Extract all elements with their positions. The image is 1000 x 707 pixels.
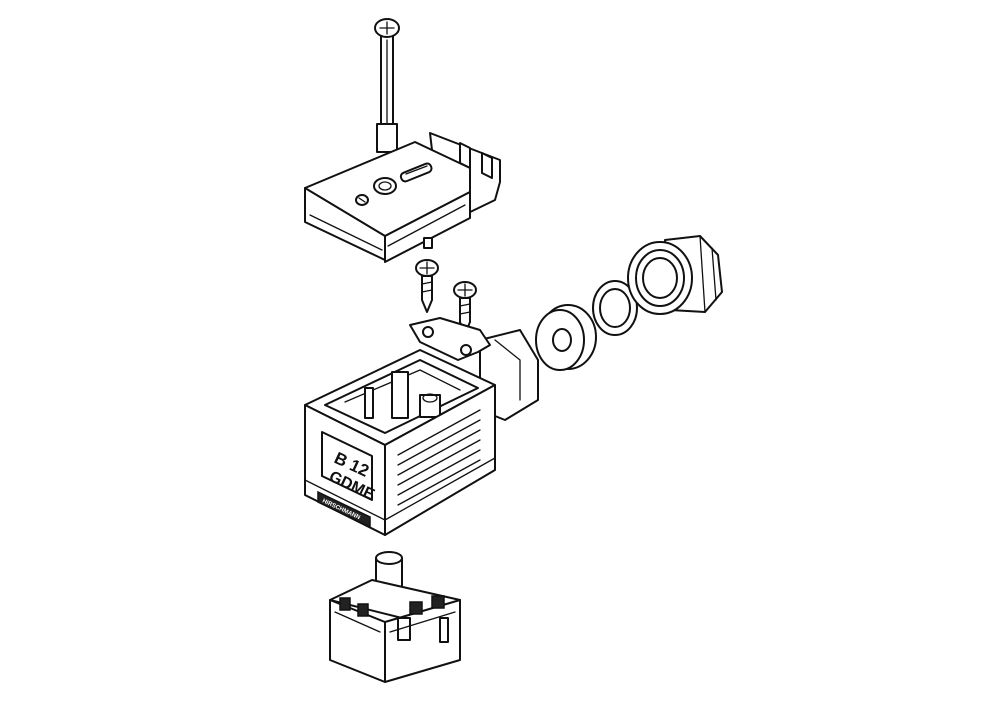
connector-housing — [304, 317, 539, 536]
gland-seal — [535, 304, 597, 371]
small-screw-right — [453, 281, 477, 335]
washer — [592, 280, 638, 336]
cable-gland-nut — [627, 235, 723, 315]
small-screw-left — [415, 259, 439, 313]
connector-cover — [304, 132, 501, 263]
central-screw — [374, 18, 400, 153]
contact-insert — [329, 551, 461, 683]
